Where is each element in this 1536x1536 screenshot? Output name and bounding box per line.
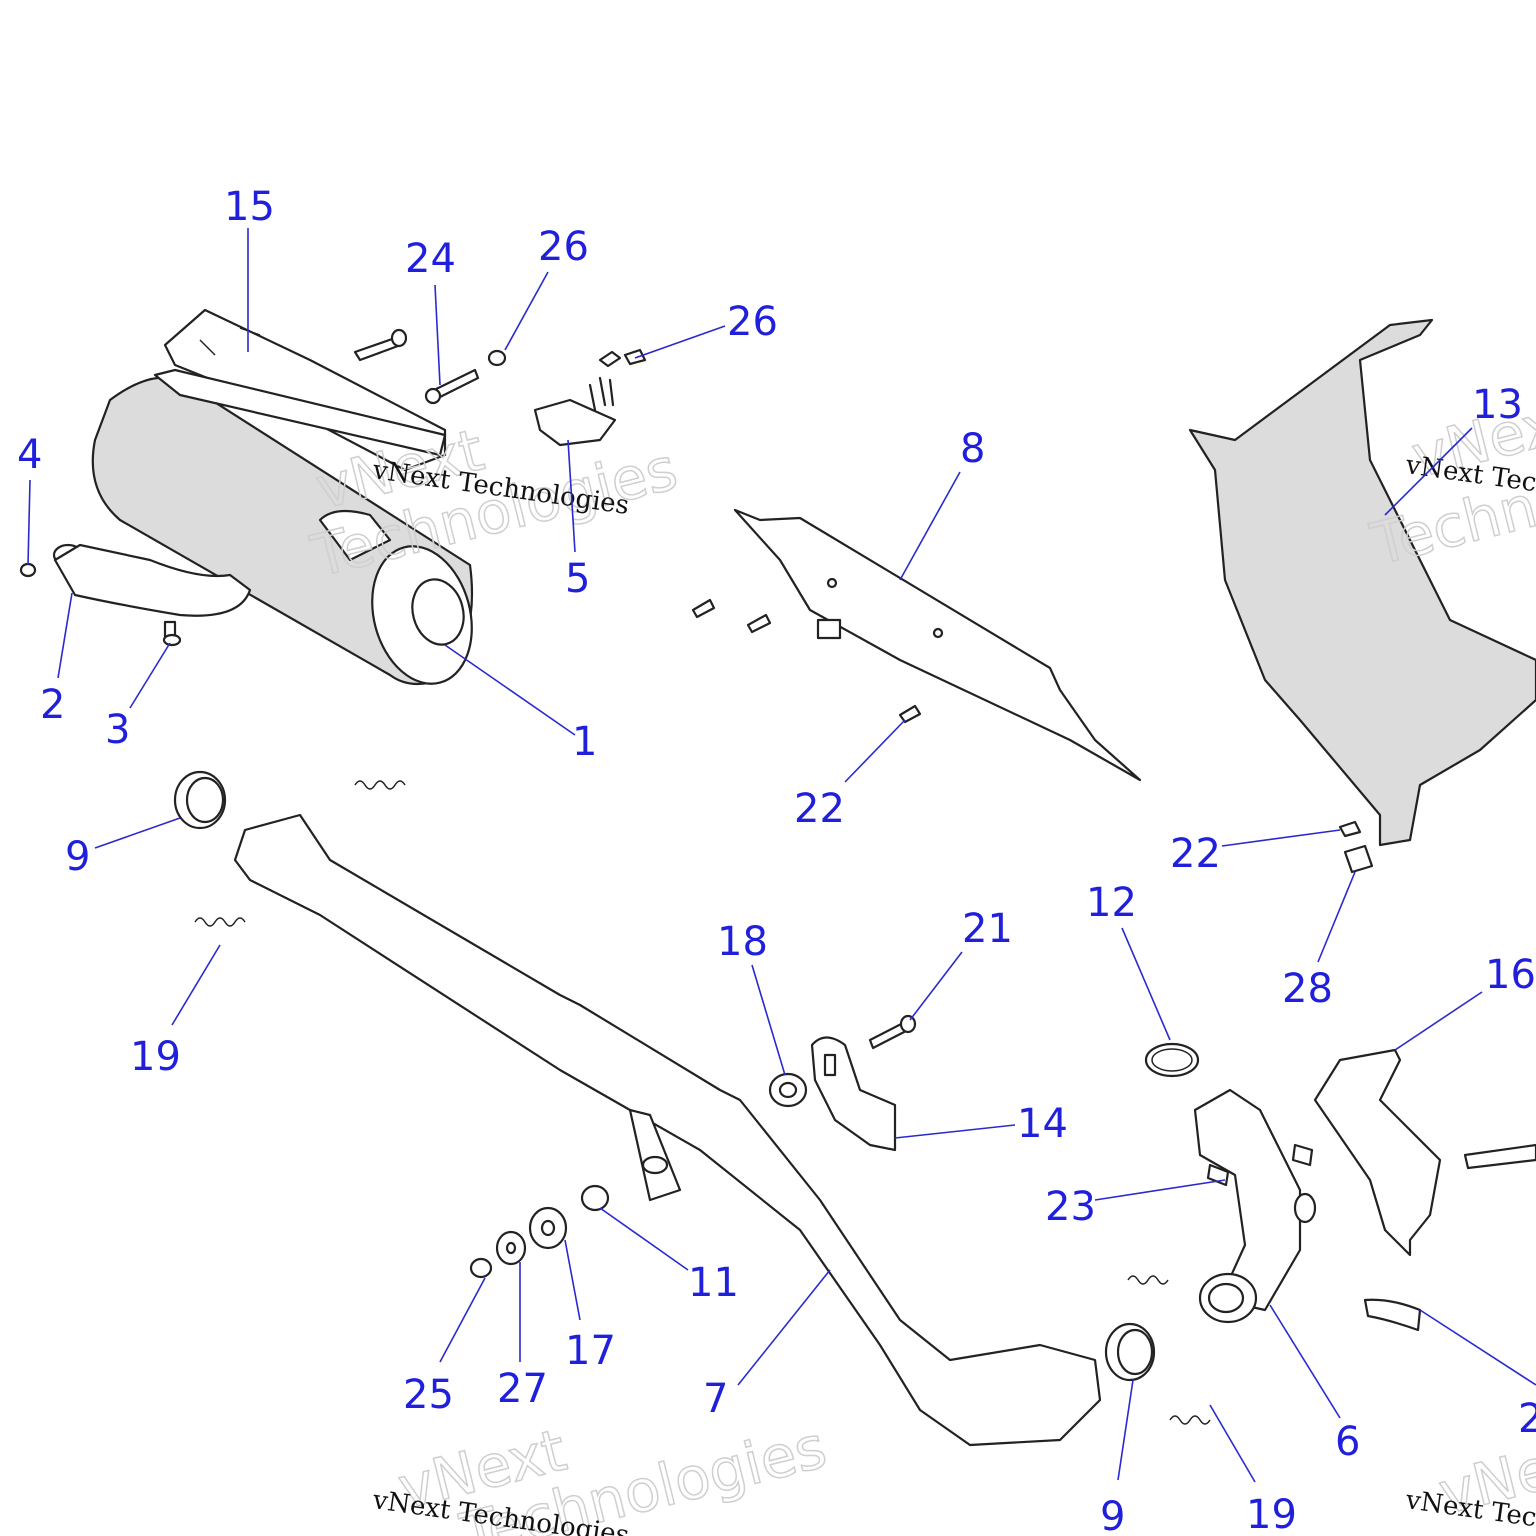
- callout-21: 21: [962, 906, 1013, 952]
- callout-25: 25: [403, 1372, 454, 1418]
- part-27-washer: [495, 1230, 527, 1266]
- leader-lines: [27, 228, 1536, 1483]
- callout-27: 27: [497, 1366, 548, 1412]
- callout-5: 5: [565, 556, 590, 602]
- part-26-nut: [487, 349, 507, 367]
- callout-13: 13: [1472, 382, 1523, 428]
- callout-3: 3: [105, 707, 130, 753]
- callout-22-upper: 22: [794, 786, 845, 832]
- callout-9-upper: 9: [65, 834, 90, 880]
- callout-11: 11: [688, 1260, 739, 1306]
- part-23-bolts: [1206, 1143, 1314, 1187]
- callout-14: 14: [1017, 1101, 1068, 1147]
- part-spring-middle: [1127, 1275, 1169, 1285]
- callout-24: 24: [405, 236, 456, 282]
- part-clamp: [1363, 1298, 1422, 1332]
- callout-1: 1: [572, 719, 597, 765]
- part-21-bolt: [868, 1014, 917, 1050]
- callout-7: 7: [703, 1376, 728, 1422]
- part-11-spacer: [580, 1184, 610, 1212]
- callout-labels: 15 24 26 26 4 2 3 1 5 8 13 22 22 28 9 19…: [17, 184, 1536, 1536]
- callout-8: 8: [960, 426, 985, 472]
- part-7-head-pipe: [233, 813, 1102, 1447]
- part-2-inlet-pipe: [52, 543, 252, 617]
- part-1-muffler: [91, 368, 474, 686]
- callout-16: 16: [1485, 952, 1536, 998]
- part-9-gasket-ring-lower: [1104, 1322, 1156, 1382]
- callout-26-nut: 26: [538, 224, 589, 270]
- part-19-spring-lower: [1169, 1415, 1211, 1425]
- part-13-heat-shield: [1188, 318, 1536, 847]
- callout-18: 18: [717, 919, 768, 965]
- callout-19-lower: 19: [1246, 1492, 1297, 1536]
- callout-23: 23: [1045, 1184, 1096, 1230]
- watermark-bottom: vNext Technologies: [391, 1412, 834, 1536]
- part-oxygen-sensor: [1463, 1143, 1536, 1170]
- callout-2-partial: 2: [1518, 1396, 1536, 1442]
- part-4-nut: [19, 562, 37, 578]
- callout-15: 15: [224, 184, 275, 230]
- callout-19-left: 19: [130, 1034, 181, 1080]
- callout-4: 4: [17, 432, 42, 478]
- part-8-heat-shield: [733, 508, 1142, 782]
- part-17-washer: [528, 1206, 568, 1250]
- part-19-spring-left: [194, 917, 246, 927]
- callout-22-right: 22: [1170, 831, 1221, 877]
- part-6-elbow-pipe: [1193, 1088, 1317, 1324]
- part-26-clip: [598, 348, 647, 368]
- callout-17: 17: [565, 1328, 616, 1374]
- part-24-bolts: [353, 328, 480, 405]
- callout-12: 12: [1086, 880, 1137, 926]
- callout-9-lower: 9: [1100, 1494, 1125, 1536]
- part-12-oring: [1144, 1042, 1200, 1078]
- callout-28: 28: [1282, 966, 1333, 1012]
- callout-26-clip: 26: [727, 299, 778, 345]
- part-22-fasteners: [691, 598, 922, 724]
- part-3-bolt: [162, 620, 182, 647]
- part-18-grommet: [768, 1072, 808, 1108]
- part-19-spring-upper: [354, 780, 406, 790]
- callout-6: 6: [1335, 1419, 1360, 1465]
- part-14-bracket: [810, 1036, 897, 1152]
- part-9-gasket-ring: [173, 770, 227, 830]
- part-16-heat-shield: [1313, 1048, 1442, 1257]
- part-22-28-fasteners: [1338, 820, 1374, 874]
- callout-2: 2: [40, 682, 65, 728]
- part-25-nut: [469, 1257, 493, 1279]
- part-5-bracket: [533, 376, 617, 447]
